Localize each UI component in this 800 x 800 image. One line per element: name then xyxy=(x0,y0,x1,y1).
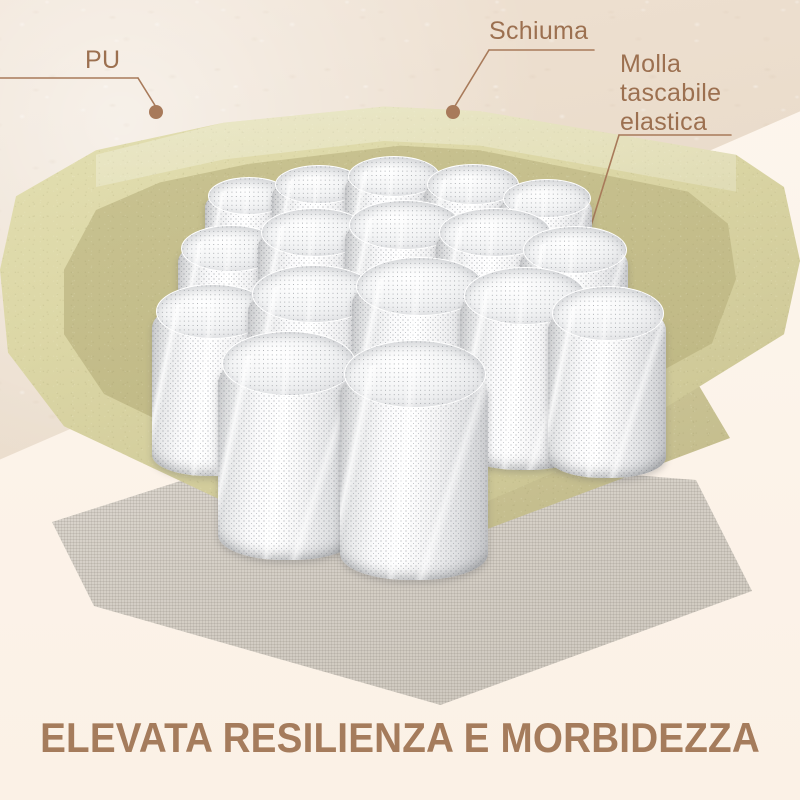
bottom-caption: ELEVATA RESILIENZA E MORBIDEZZA xyxy=(40,714,760,761)
callout-label-pu: PU xyxy=(85,46,121,74)
leader-dot-pu xyxy=(149,105,163,119)
leader-line-pu xyxy=(137,77,157,108)
callout-label-molla-tascabile-elastica: Molla tascabile elastica xyxy=(620,50,722,136)
leader-dot-schiuma xyxy=(446,105,460,119)
callout-label-schiuma: Schiuma xyxy=(489,17,589,45)
leader-line-molla xyxy=(571,134,620,288)
leader-line-schiuma xyxy=(454,49,490,107)
leader-dot-molla xyxy=(563,286,577,300)
